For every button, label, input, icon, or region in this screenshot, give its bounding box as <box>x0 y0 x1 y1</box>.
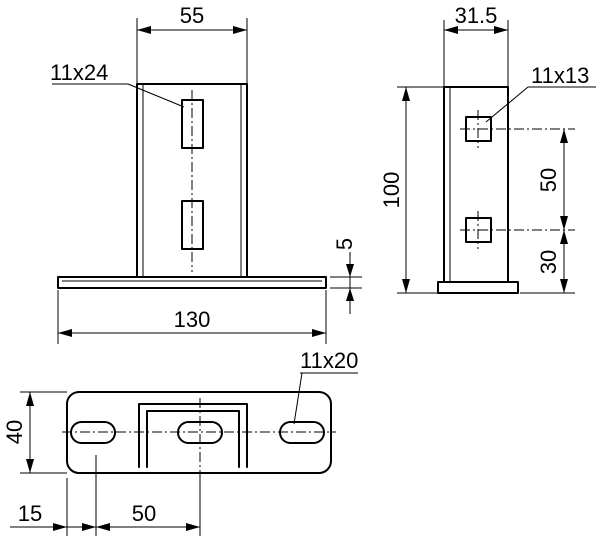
dim-100-label: 100 <box>379 172 404 209</box>
dim-5-label: 5 <box>332 238 357 250</box>
side-view: 31.5 11x13 100 50 30 <box>379 3 596 294</box>
dim-15-arrow-left <box>53 523 67 531</box>
dim-40-label: 40 <box>2 420 27 444</box>
dim-130-arrow-right <box>312 329 326 337</box>
plan-channel-inner <box>146 410 240 468</box>
dim-15-arrow-right <box>82 523 96 531</box>
label-11x24: 11x24 <box>50 60 108 85</box>
plan-view: 40 11x20 15 50 <box>2 348 358 536</box>
dim-5-arrow-bottom <box>346 288 354 301</box>
dim-50-label: 50 <box>536 168 561 192</box>
dim-30-arrow-top <box>560 230 568 244</box>
dim-40-arrow-top <box>26 392 34 406</box>
dim-100-arrow-bottom <box>402 279 410 293</box>
dim-30-label: 30 <box>536 250 561 274</box>
dim-31-5-label: 31.5 <box>455 3 498 28</box>
dim-55-arrow-right <box>233 26 247 34</box>
side-base-plate <box>437 281 519 294</box>
dim-30-arrow-bottom <box>560 279 568 293</box>
dim-50-plan-arrow-right <box>186 523 200 531</box>
dim-55-label: 55 <box>180 3 204 28</box>
dim-130-label: 130 <box>174 307 211 332</box>
leader-11x20-line <box>293 372 303 425</box>
front-base-plate <box>57 276 327 289</box>
label-11x13: 11x13 <box>531 63 589 88</box>
dim-40-arrow-bottom <box>26 459 34 473</box>
dim-50-plan-label: 50 <box>132 501 156 526</box>
dim-50-plan-arrow-left <box>96 523 110 531</box>
dim-55-arrow-left <box>137 26 151 34</box>
dim-50-arrow-bottom <box>560 216 568 230</box>
plan-channel-outer <box>138 403 248 468</box>
leader-11x24-line <box>127 83 185 108</box>
side-post <box>443 86 509 283</box>
dim-5-arrow-top <box>346 264 354 277</box>
dim-31-5-arrow-right <box>494 26 508 34</box>
leader-11x13-line <box>485 86 529 123</box>
dim-100-arrow-top <box>402 87 410 101</box>
dim-31-5-arrow-left <box>444 26 458 34</box>
dim-130-arrow-left <box>58 329 72 337</box>
label-11x20: 11x20 <box>300 348 358 373</box>
dim-50-arrow-top <box>560 129 568 143</box>
dim-15-label: 15 <box>18 501 42 526</box>
front-view: 55 11x24 5 130 <box>50 3 362 344</box>
